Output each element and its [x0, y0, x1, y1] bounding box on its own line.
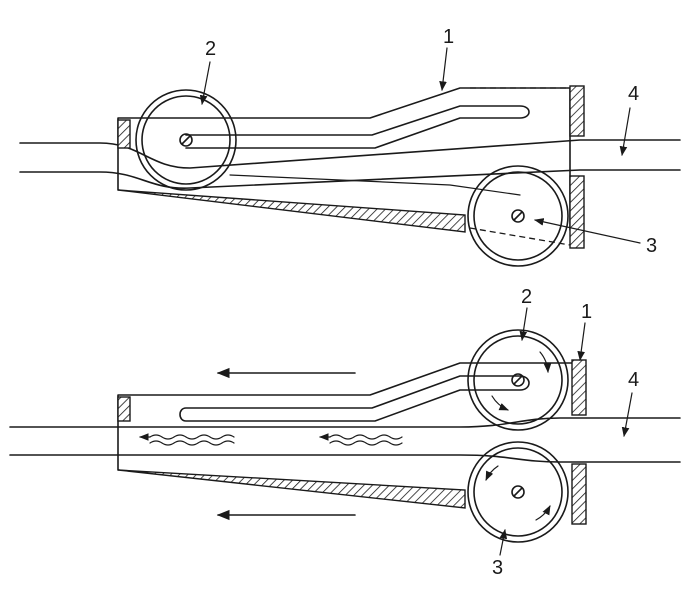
top-lower-roller: [468, 166, 568, 266]
bottom-leader-1: [580, 323, 585, 360]
bottom-right-end-plate-lower: [572, 464, 586, 524]
bottom-hatched-wedge: [118, 470, 465, 508]
bottom-lower-rotation-arrow-a: [486, 466, 498, 480]
top-label-sheet: 4: [628, 83, 639, 105]
bottom-label-upper-roller: 2: [521, 286, 532, 308]
bottom-label-frame: 1: [581, 301, 592, 323]
top-label-lower-roller: 3: [646, 235, 657, 257]
top-leader-4: [622, 108, 630, 155]
top-leader-1: [442, 48, 447, 90]
bottom-leader-2: [522, 308, 527, 340]
top-left-end-plate: [118, 120, 130, 148]
bottom-sheet-lower-line: [10, 455, 680, 462]
bottom-flow-wave-right: [330, 435, 402, 445]
top-frame-inner-slot: [186, 106, 529, 148]
bottom-flow-wave-left: [150, 435, 234, 445]
bottom-label-sheet: 4: [628, 369, 639, 391]
bottom-frame-outline: [118, 363, 572, 470]
top-upper-roller: [136, 90, 236, 190]
top-leader-3: [535, 220, 640, 243]
bottom-sheet-upper-line: [10, 418, 680, 427]
top-right-end-plate-upper: [570, 86, 584, 136]
top-figure: 2 1 4 3: [20, 26, 680, 266]
top-label-frame: 1: [443, 26, 454, 48]
bottom-upper-roller: [468, 330, 568, 430]
top-right-end-plate-lower: [570, 176, 584, 248]
top-frame-inner-line: [230, 175, 520, 195]
bottom-upper-rotation-arrow-b: [492, 396, 508, 410]
bottom-label-lower-roller: 3: [492, 557, 503, 579]
bottom-lower-rotation-arrow-b: [536, 506, 550, 520]
top-label-upper-roller: 2: [205, 38, 216, 60]
bottom-figure: 2 1 4 3: [10, 286, 680, 579]
top-frame-dashed-lower: [470, 228, 570, 245]
bottom-left-end-plate: [118, 397, 130, 421]
top-hatched-wedge: [118, 190, 465, 232]
bottom-frame-inner-slot: [180, 376, 529, 421]
bottom-lower-roller: [468, 442, 568, 542]
bottom-right-end-plate-upper: [572, 360, 586, 415]
top-leader-2: [202, 62, 210, 104]
bottom-upper-rotation-arrow-a: [540, 352, 548, 372]
bottom-leader-4: [624, 393, 632, 436]
